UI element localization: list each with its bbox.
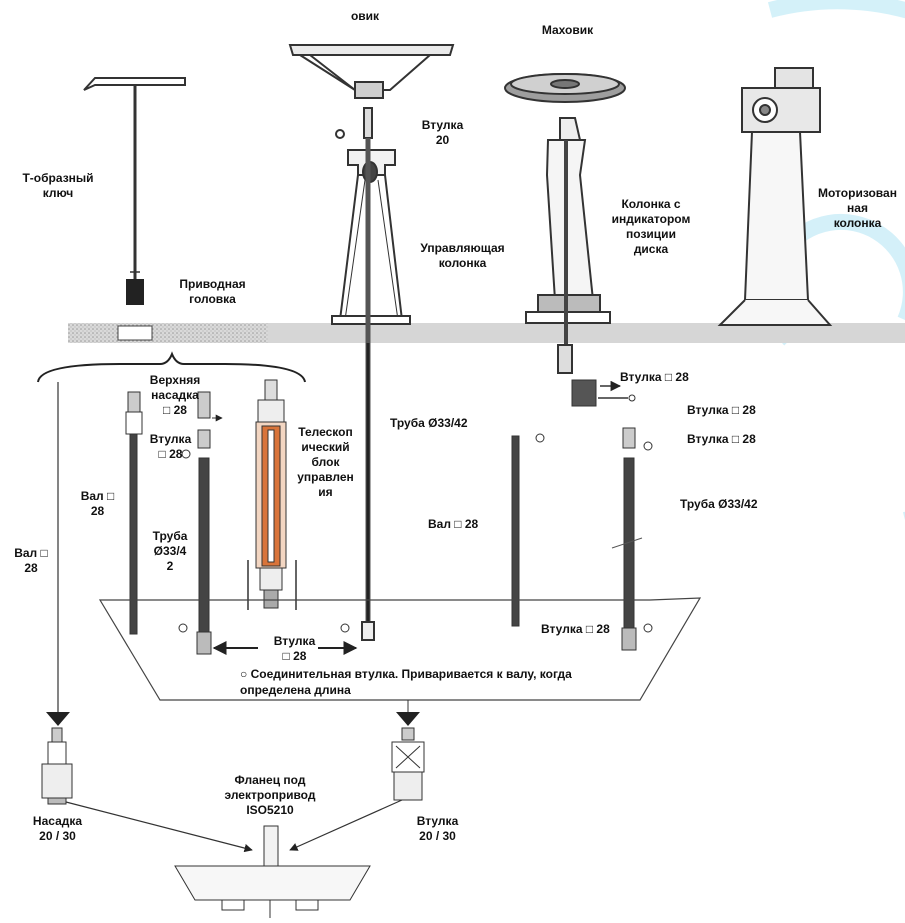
- shaft-28-right: [511, 433, 545, 627]
- label-handwheel-top: овик: [350, 9, 380, 23]
- arrow-to-flange-right: [289, 799, 403, 851]
- label-pipe-33-4-2: Труба Ø33/4 2: [152, 529, 188, 573]
- label-control-column: Управляющая колонка: [420, 241, 505, 270]
- label-t-key: Т-образный ключ: [22, 171, 94, 200]
- label-pipe-33-42-b: Труба Ø33/42: [680, 497, 758, 511]
- motor-column: [717, 67, 833, 326]
- shaft-28-left: [125, 391, 143, 635]
- left-arrow: [46, 712, 70, 726]
- label-bushing-28-a: Втулка □ 28: [149, 432, 192, 461]
- control-column: [288, 44, 455, 641]
- bushing-20-30: [391, 727, 425, 801]
- label-bushing-28-r1: Втулка □ 28: [620, 370, 689, 384]
- telescopic-unit: [247, 379, 297, 610]
- t-key: [83, 77, 186, 305]
- label-shaft-28-a: Вал □ 28: [80, 489, 115, 518]
- bracket: [37, 351, 306, 383]
- label-pipe-33-42-a: Труба Ø33/42: [390, 416, 468, 430]
- label-drive-head: Приводная головка: [179, 277, 246, 306]
- label-motor-column: Моторизован ная колонка: [818, 186, 897, 230]
- label-shaft-28-b: Вал □ 28: [14, 546, 48, 575]
- indicator-column: [504, 73, 626, 374]
- label-bushing-28-center: Втулка □ 28: [273, 634, 316, 663]
- label-shaft-28-c: Вал □ 28: [428, 517, 479, 531]
- label-upper-nozzle: Верхняя насадка □ 28: [149, 373, 201, 417]
- coupling-note: ○ Соединительная втулка. Приваривается к…: [240, 667, 572, 697]
- label-flange: Фланец под электропривод ISO5210: [224, 773, 316, 817]
- label-bushing-20-30: Втулка 20 / 30: [416, 814, 459, 843]
- label-bushing-28-r2: Втулка □ 28: [687, 403, 756, 417]
- down-arrow-right: [396, 712, 420, 726]
- ground-strip: [68, 323, 905, 343]
- pipe-33-42-right: [571, 379, 653, 651]
- flange-iso5210: [174, 825, 371, 918]
- label-bushing-28-r4: Втулка □ 28: [541, 622, 610, 636]
- arrow-to-flange-left: [65, 801, 253, 853]
- label-bushing-28-r3: Втулка □ 28: [687, 432, 756, 446]
- label-telescopic: Телескоп ический блок управлен ия: [297, 425, 354, 499]
- label-handwheel-right: Маховик: [541, 23, 594, 37]
- nozzle-20-30: [41, 727, 73, 805]
- label-column-indicator: Колонка с индикатором позиции диска: [611, 197, 691, 256]
- label-bushing-20: Втулка 20: [421, 118, 464, 147]
- assembly-outline: [98, 597, 702, 701]
- label-nozzle-20-30: Насадка 20 / 30: [32, 814, 83, 843]
- center-arrows: [212, 623, 358, 655]
- pipe-assembly-left: [178, 391, 223, 655]
